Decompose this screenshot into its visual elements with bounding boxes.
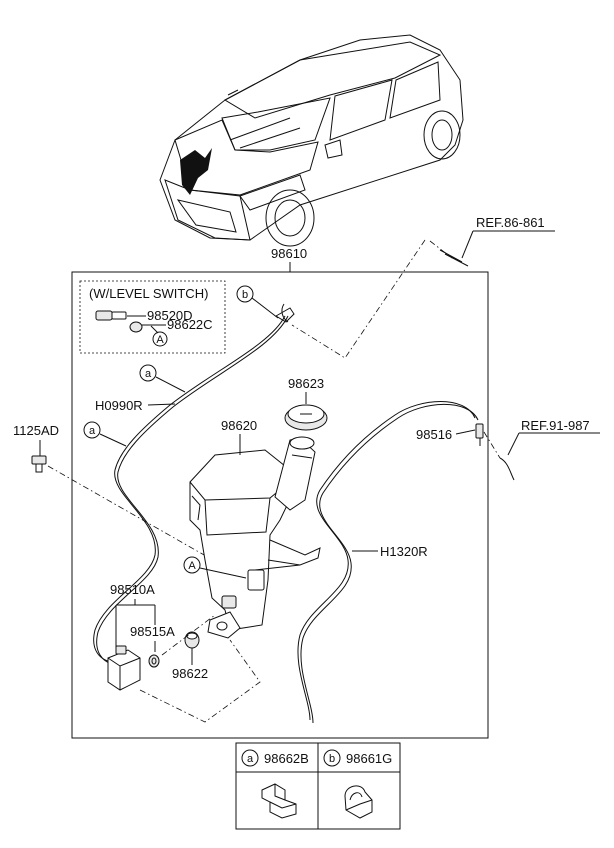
legend-part-98661G: 98661G [346, 751, 392, 766]
part-H1320R-label: H1320R [380, 544, 428, 559]
part-98620-label: 98620 [221, 418, 257, 433]
car-illustration [159, 34, 464, 247]
callout-a-circle-1 [139, 364, 157, 382]
hose-H1320R [297, 401, 476, 721]
part-98510A-label: 98510A [110, 582, 155, 597]
part-98516-label: 98516 [416, 427, 452, 442]
part-98515A-label: 98515A [130, 624, 175, 639]
callout-A-circle-1 [152, 331, 168, 347]
legend-part-98662B: 98662B [264, 751, 309, 766]
part-98520D-label: 98520D [147, 308, 193, 323]
hose-H0990R-outer [96, 315, 289, 665]
hose-H1320R-outer [300, 403, 479, 724]
assembly-frame [71, 271, 489, 739]
callout-A-1: A [156, 334, 164, 346]
bolt-1125AD [31, 455, 47, 473]
level-sensor-part [95, 310, 127, 321]
seal-98515A [148, 654, 160, 668]
callout-b-circle [236, 285, 254, 303]
callout-a-1: a [145, 368, 152, 380]
legend-a-letter: a [247, 753, 254, 765]
callout-b: b [242, 289, 248, 301]
clip-legend-table [235, 742, 401, 830]
legend-b-circle [323, 749, 341, 767]
clip-98662B-drawing [261, 783, 297, 819]
level-switch-title: (W/LEVEL SWITCH) [89, 286, 208, 301]
legend-b-letter: b [329, 753, 335, 765]
grommet-98622C [129, 321, 143, 333]
clip-98661G-drawing [344, 785, 373, 819]
assembly-98610-label: 98610 [271, 246, 307, 261]
callout-A-2: A [188, 560, 196, 572]
washer-reservoir [189, 436, 321, 639]
part-98622-label: 98622 [172, 666, 208, 681]
part-98623-label: 98623 [288, 376, 324, 391]
callout-a-2: a [89, 425, 96, 437]
reservoir-cap-98623 [284, 404, 328, 431]
callout-A-circle-2 [183, 556, 201, 574]
hose-H0990R [93, 315, 286, 663]
connector-98516 [475, 423, 484, 446]
ref-86-861-label: REF.86-861 [476, 215, 545, 230]
part-1125AD-label: 1125AD [13, 423, 59, 438]
level-switch-box [79, 280, 226, 354]
legend-a-circle [241, 749, 259, 767]
callout-a-circle-2 [83, 421, 101, 439]
hose-end-right [499, 457, 515, 481]
ref-91-987-label: REF.91-987 [521, 418, 590, 433]
part-98622C-label: 98622C [167, 317, 213, 332]
washer-pump-98510A [107, 645, 141, 691]
part-H0990R-label: H0990R [95, 398, 143, 413]
